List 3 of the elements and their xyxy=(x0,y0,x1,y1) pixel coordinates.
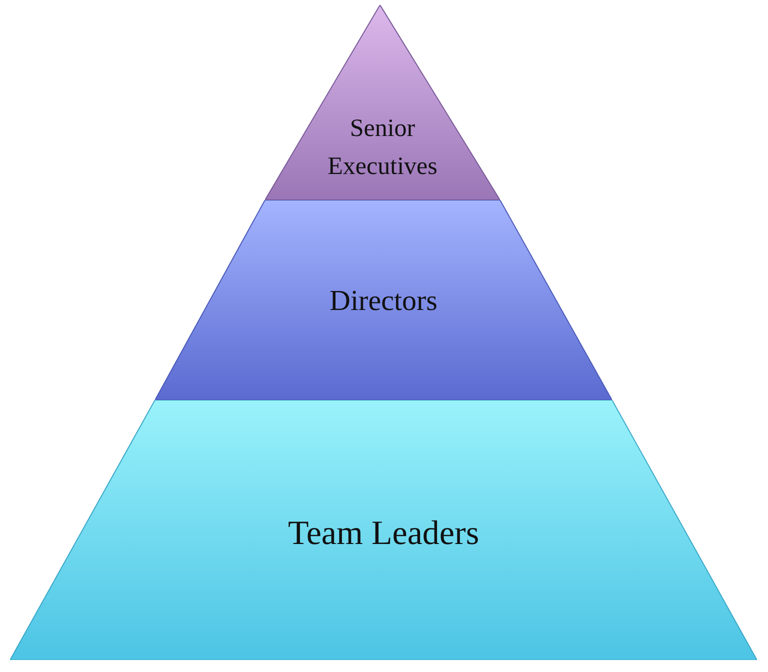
level-label: Directors xyxy=(328,284,438,319)
level-label: Team Leaders xyxy=(286,514,480,554)
level-label: Senior Executives xyxy=(326,114,438,182)
